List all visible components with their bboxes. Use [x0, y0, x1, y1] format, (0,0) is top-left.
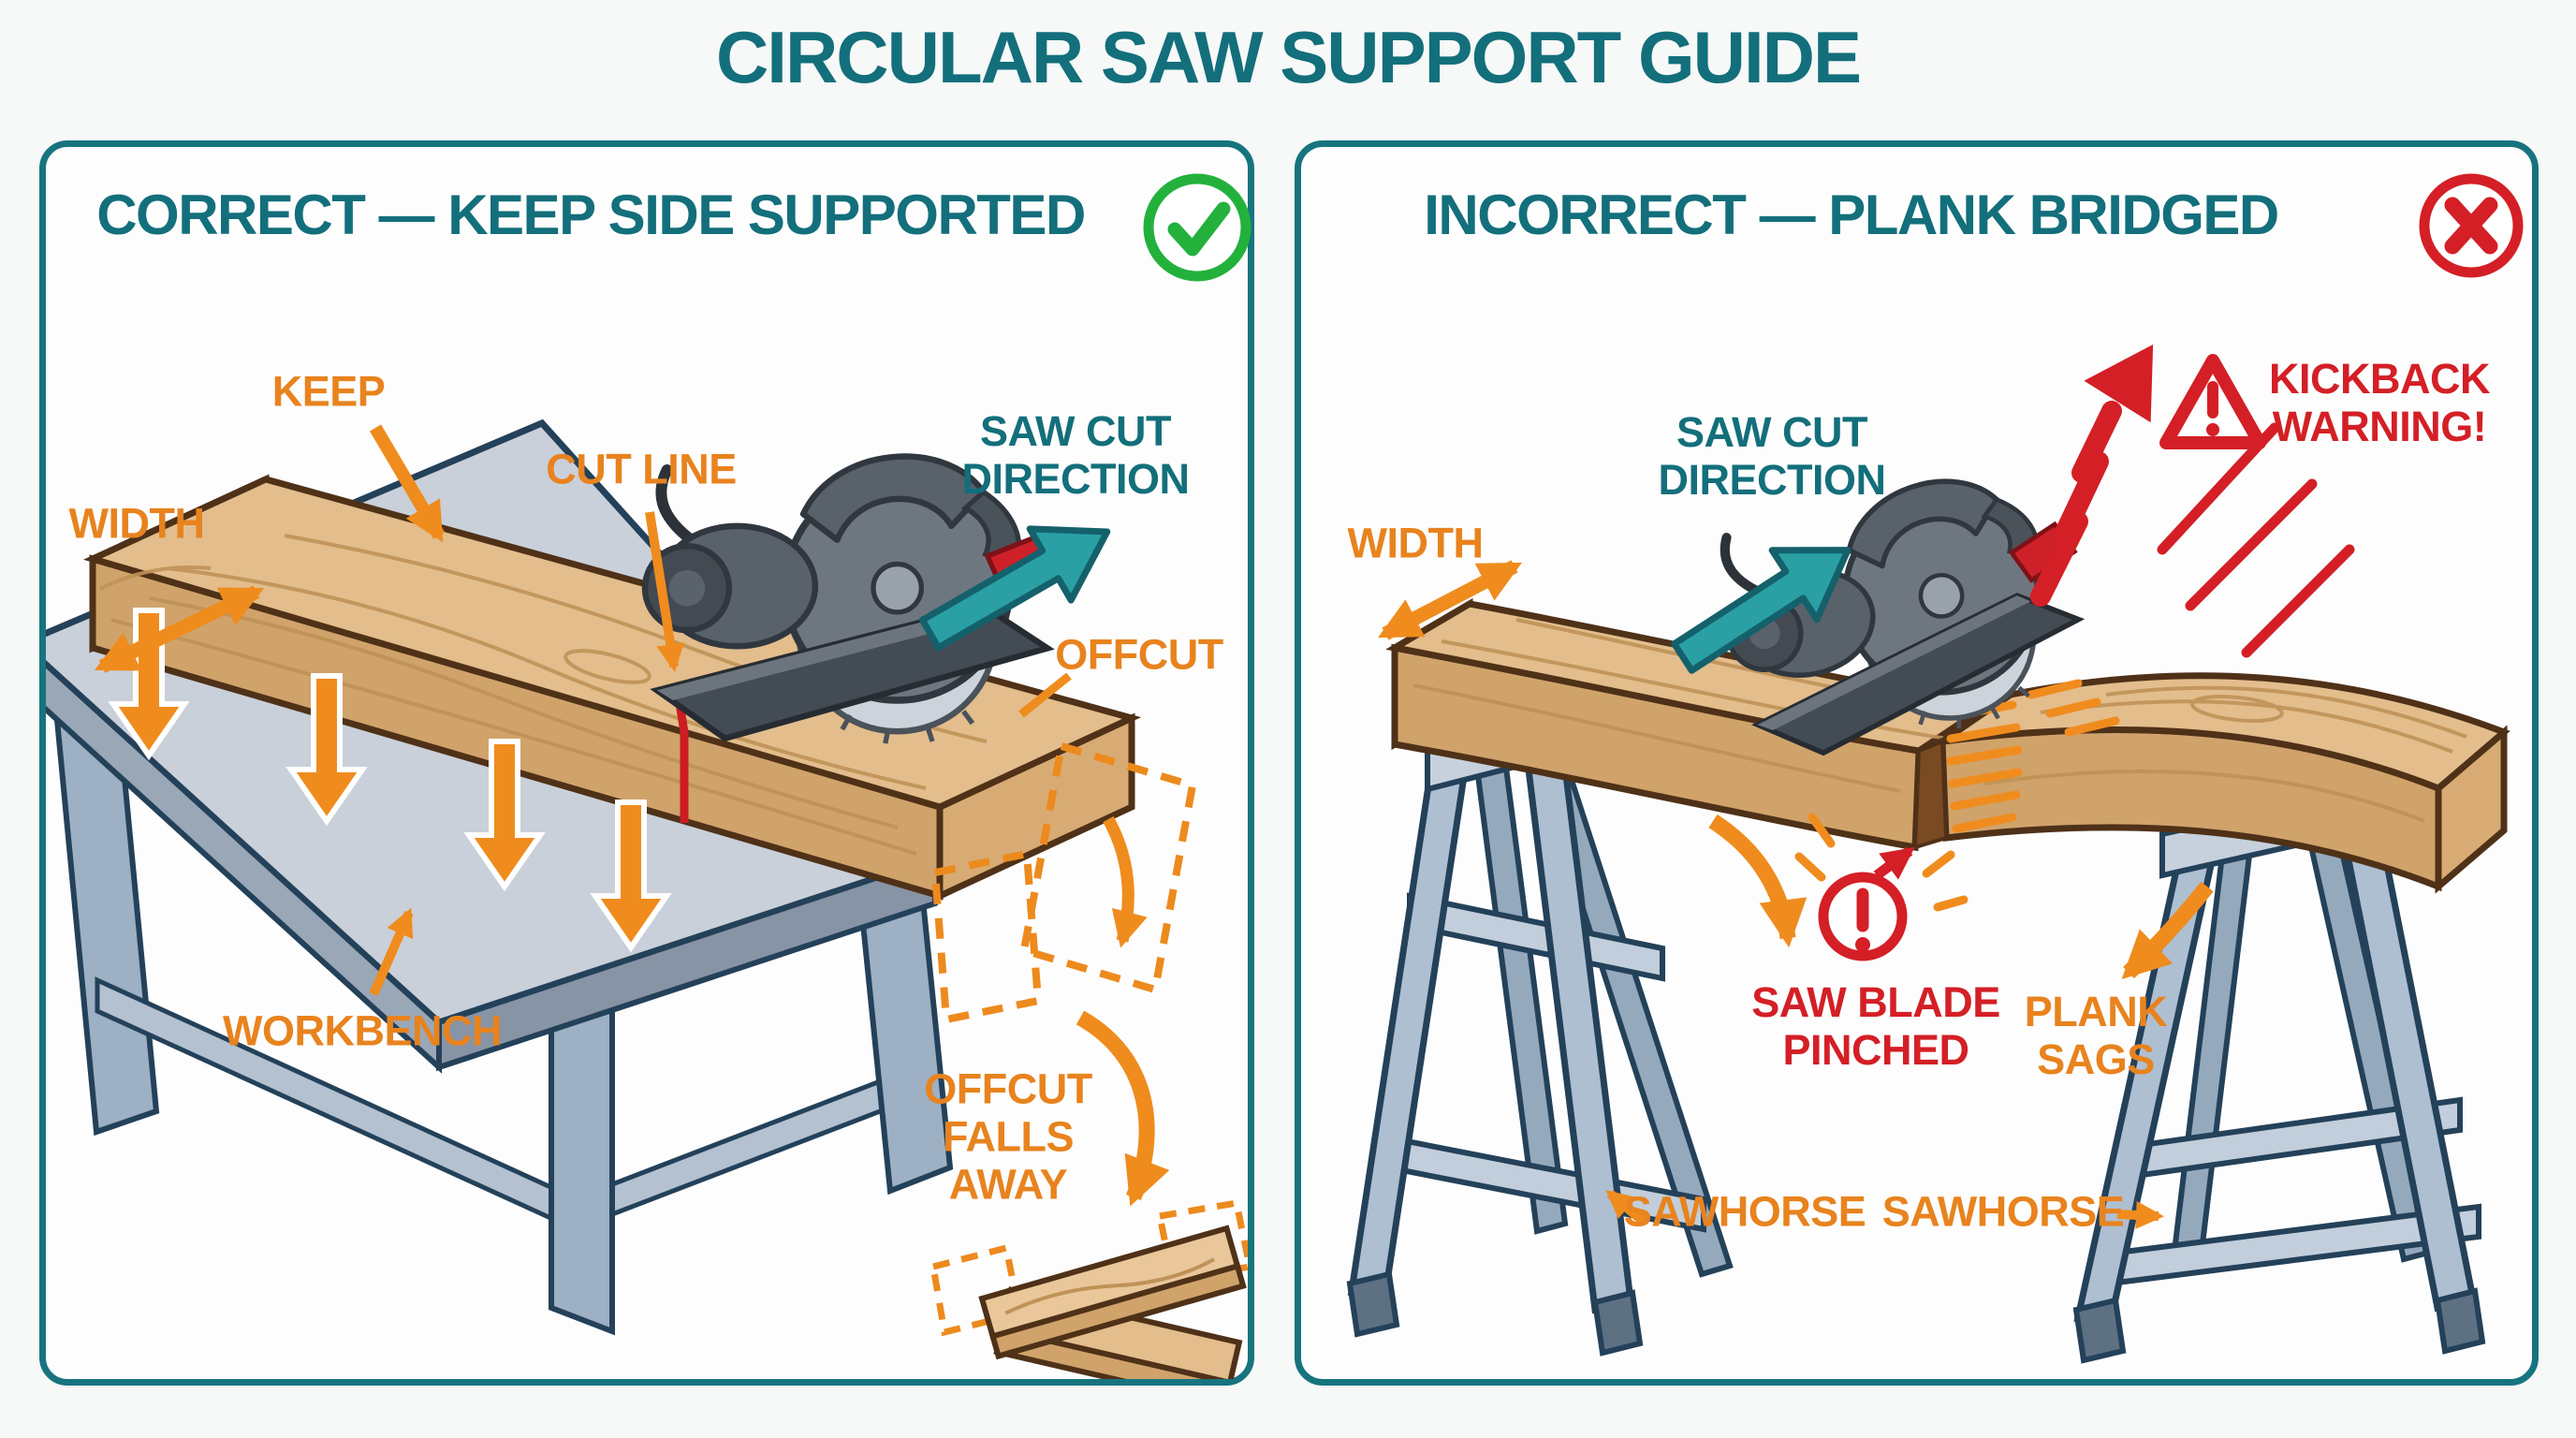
kickback-arrow — [2030, 344, 2154, 607]
warning-triangle-icon — [2159, 354, 2266, 449]
correct-panel: CORRECT — KEEP SIDE SUPPORTED WIDTH KEEP… — [39, 140, 1254, 1386]
label-plank-sags: PLANK SAGS — [2024, 988, 2168, 1083]
sag-arrow-left — [1708, 814, 1808, 948]
label-offcut-falls-away: OFFCUT FALLS AWAY — [924, 1064, 1092, 1209]
label-width: WIDTH — [68, 499, 205, 548]
support-down-arrows — [108, 608, 672, 953]
page-title: CIRCULAR SAW SUPPORT GUIDE — [715, 16, 1862, 98]
width-arrow — [94, 585, 265, 673]
fall-arrow-big — [1076, 1010, 1170, 1207]
label-sawhorse-right: SAWHORSE — [1881, 1187, 2125, 1236]
label-sawhorse-left: SAWHORSE — [1623, 1187, 1866, 1236]
pinched-kerf — [1912, 679, 2120, 850]
label-offcut: OFFCUT — [1055, 630, 1223, 679]
saw-cut-direction-arrow — [919, 525, 1111, 652]
cut-line-leader — [645, 511, 685, 672]
incorrect-illustration — [1346, 344, 2510, 1364]
incorrect-header: INCORRECT — PLANK BRIDGED — [1424, 183, 2279, 246]
x-circle-icon — [2419, 173, 2524, 278]
keep-arrow — [369, 424, 446, 543]
label-kickback-warning: KICKBACK WARNING! — [2269, 355, 2491, 450]
pinch-alert — [1794, 813, 1969, 961]
correct-header: CORRECT — KEEP SIDE SUPPORTED — [96, 183, 1086, 246]
kickback-speed-lines — [2157, 422, 2355, 658]
sawhorse-pointer-right — [2116, 1200, 2164, 1229]
workbench-leader — [369, 907, 414, 997]
fallen-offcuts — [929, 1198, 1248, 1379]
label-width: WIDTH — [1347, 519, 1484, 567]
label-saw-cut-direction: SAW CUT DIRECTION — [1658, 408, 1887, 504]
label-saw-cut-direction: SAW CUT DIRECTION — [961, 407, 1191, 503]
offcut-leader — [1018, 672, 1072, 718]
sawhorse-right — [2072, 761, 2486, 1364]
label-workbench: WORKBENCH — [223, 1006, 502, 1055]
label-keep: KEEP — [271, 367, 386, 416]
sawhorse-pointer-left — [1605, 1190, 1647, 1225]
saw-cut-direction-arrow — [1671, 547, 1852, 674]
spark-marks — [1794, 813, 1969, 912]
incorrect-panel: INCORRECT — PLANK BRIDGED SAW CUT DIRECT… — [1295, 140, 2539, 1386]
offcut-ghost-outlines — [931, 742, 1196, 1023]
sawhorse-left — [1346, 697, 1734, 1357]
fall-arrow-small — [1103, 815, 1148, 948]
label-saw-blade-pinched: SAW BLADE PINCHED — [1751, 978, 2000, 1074]
label-cut-line: CUT LINE — [546, 445, 737, 493]
sag-arrow-right — [2121, 881, 2214, 980]
check-circle-icon — [1143, 173, 1251, 282]
width-arrow — [1378, 560, 1522, 640]
correct-illustration — [46, 418, 1248, 1379]
